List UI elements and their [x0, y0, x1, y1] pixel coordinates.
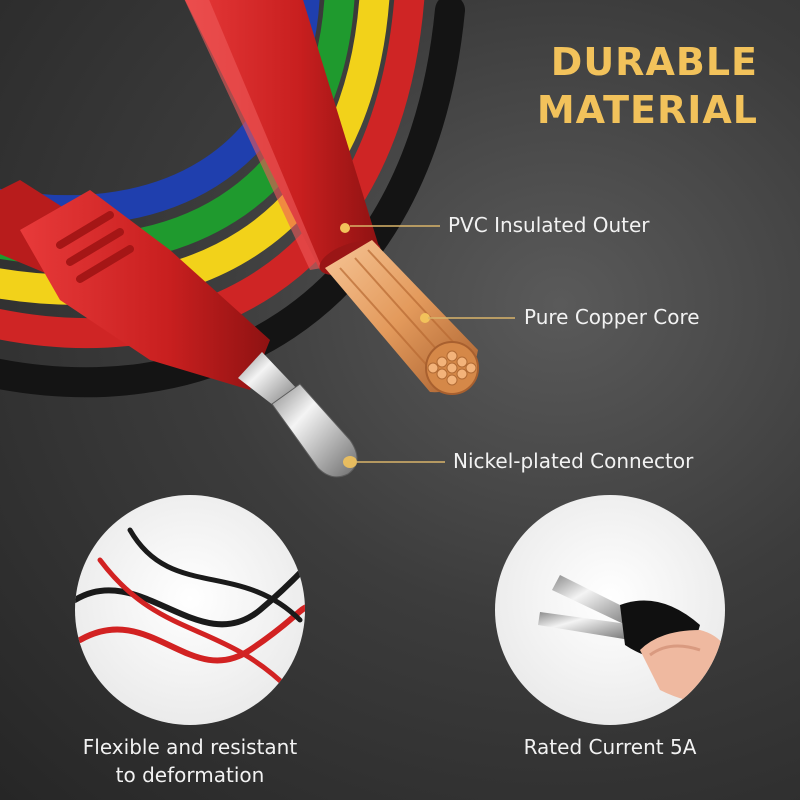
- headline-line-2: MATERIAL: [536, 88, 758, 132]
- black-cable: [0, 0, 465, 398]
- caption-flexible-line-1: Flexible and resistant: [82, 735, 298, 759]
- red-cable-coil: [0, 0, 425, 348]
- banana-plug: [0, 180, 358, 478]
- flexible-cable-photo: [75, 495, 305, 725]
- caption-flexible: Flexible and resistant to deformation: [40, 733, 340, 789]
- headline: DURABLE MATERIAL: [537, 38, 758, 134]
- caption-flexible-line-2: to deformation: [115, 763, 265, 787]
- callout-outer: PVC Insulated Outer: [448, 213, 650, 237]
- callout-core: Pure Copper Core: [524, 305, 700, 329]
- callout-lines: [350, 225, 515, 463]
- alligator-clip-photo: [495, 495, 725, 725]
- callout-connector: Nickel-plated Connector: [453, 449, 694, 473]
- wire-cross-section: [184, 0, 479, 395]
- caption-rated-current: Rated Current 5A: [523, 735, 697, 759]
- headline-line-1: DURABLE: [550, 40, 758, 84]
